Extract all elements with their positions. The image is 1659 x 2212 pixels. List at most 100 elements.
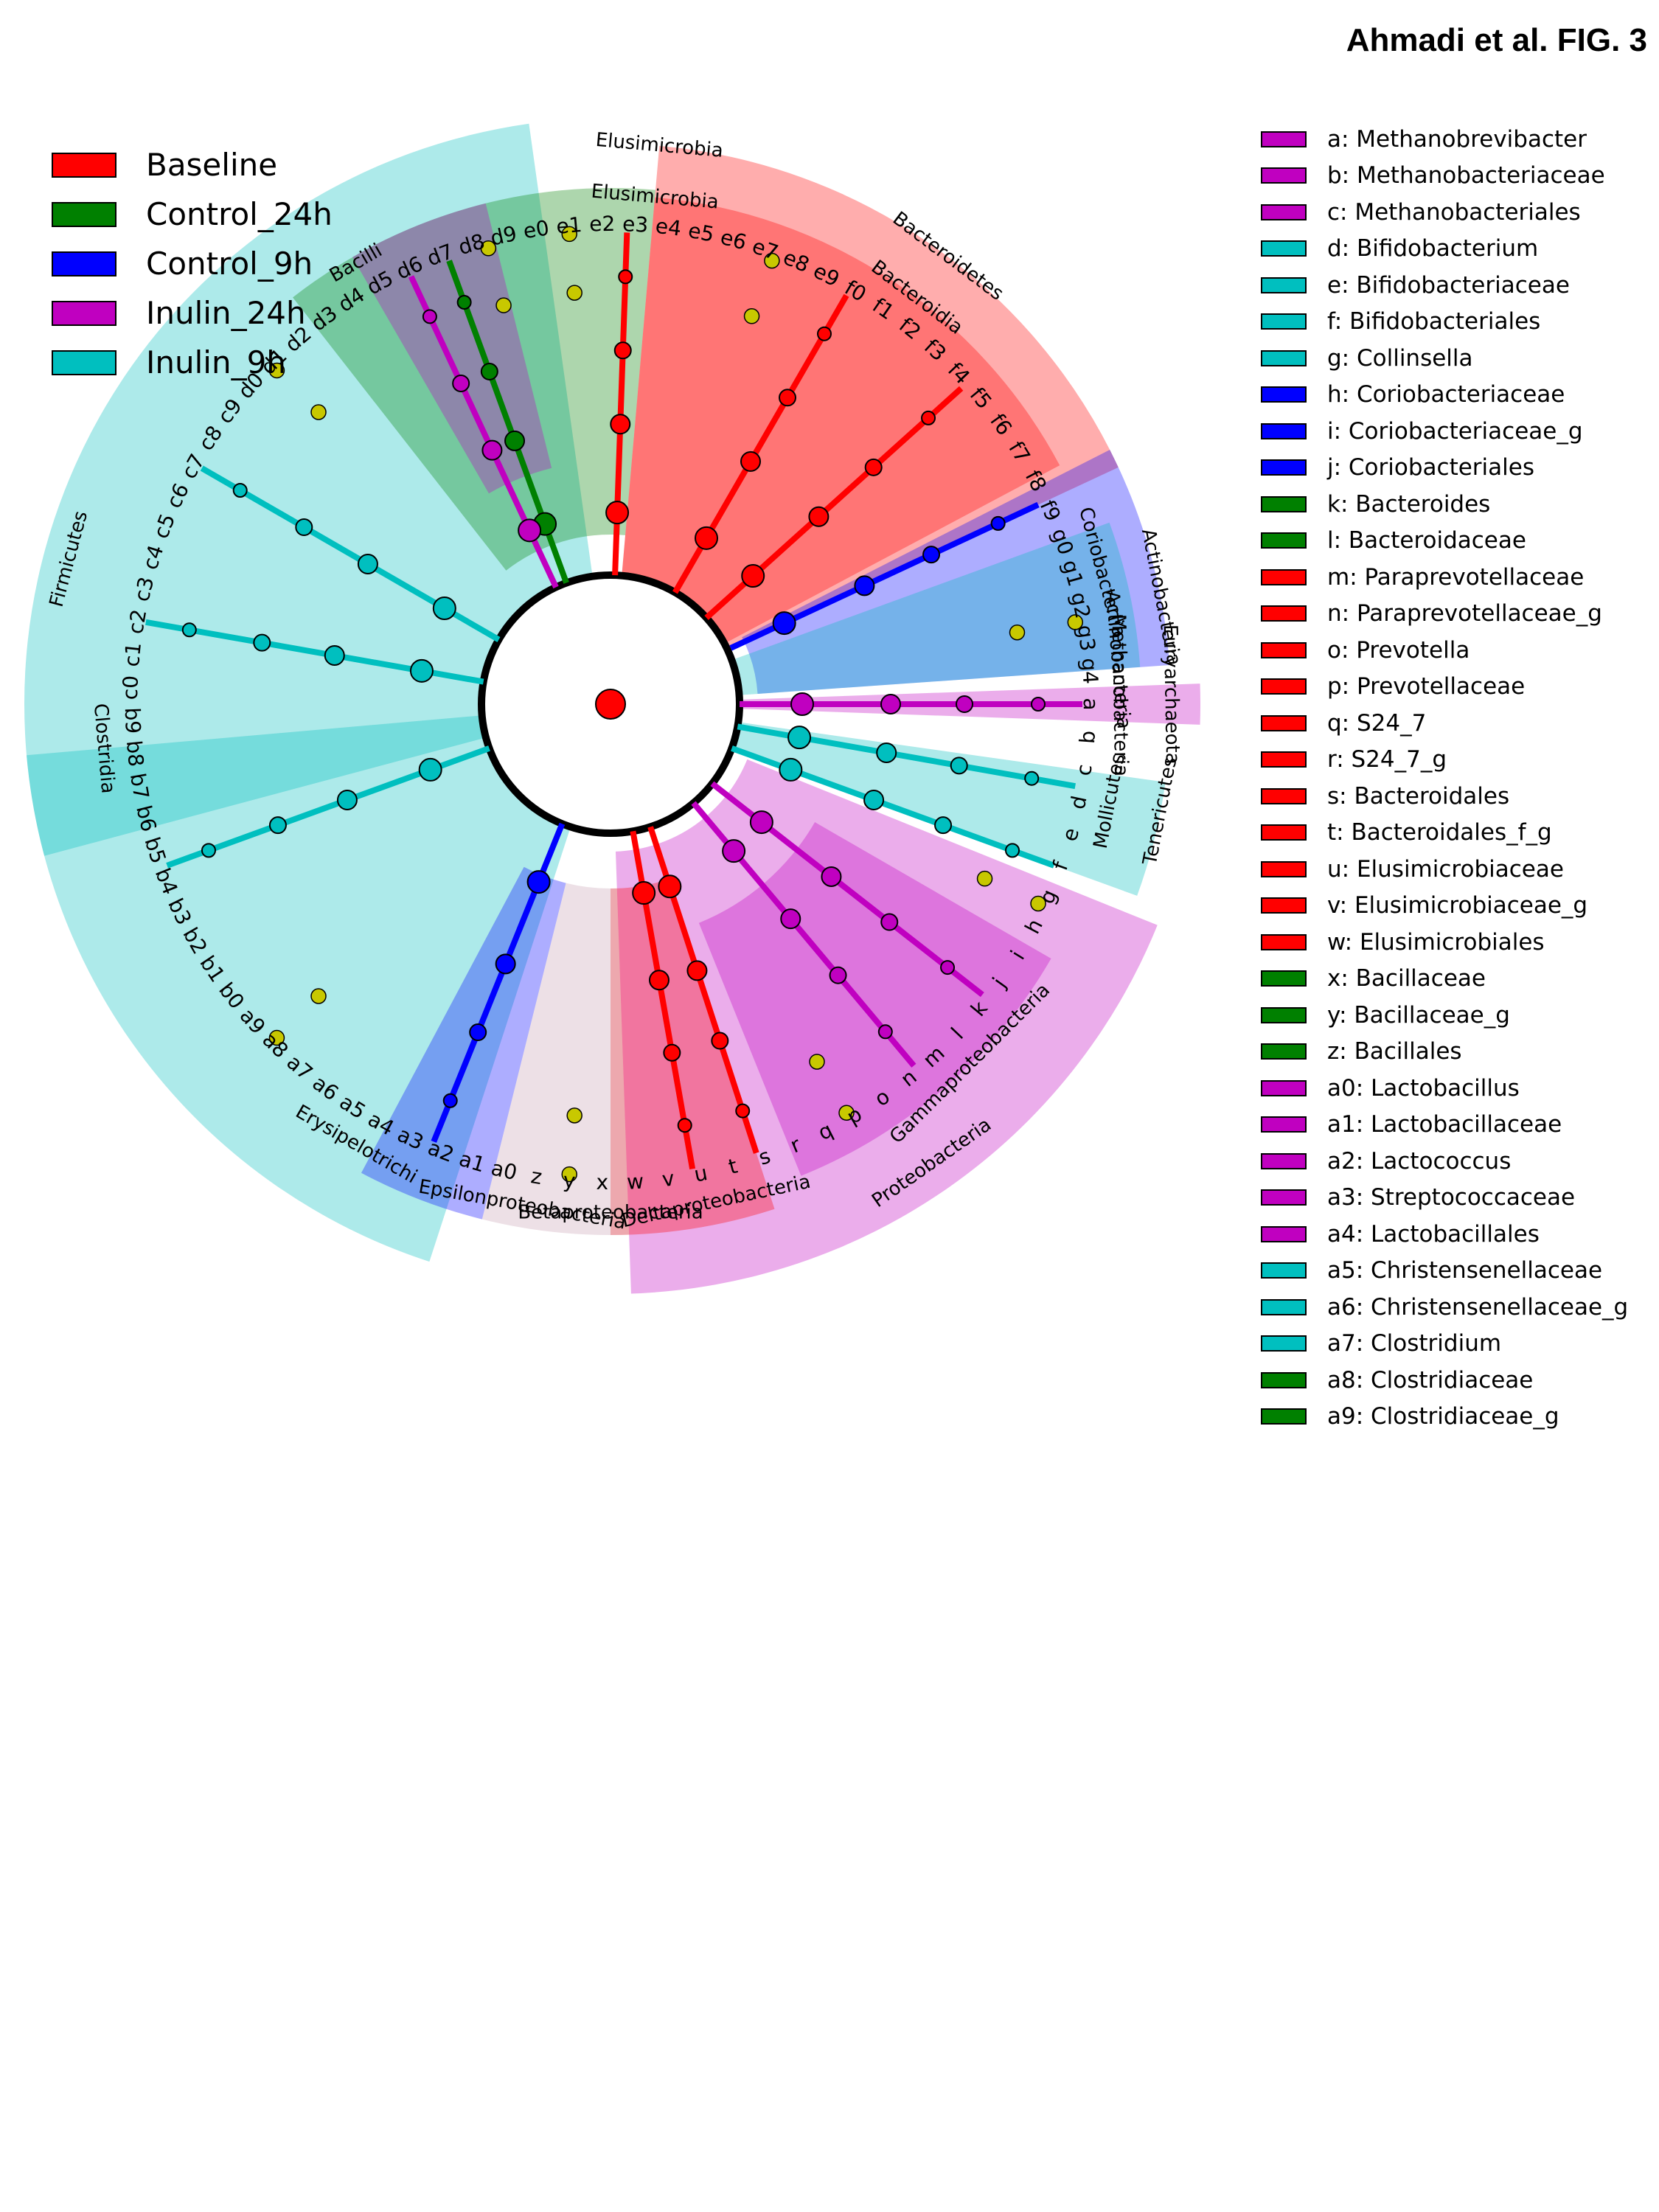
- group-legend-item: Control_9h: [52, 239, 333, 288]
- group-legend-swatch: [52, 251, 116, 276]
- clade-node: [990, 515, 1006, 531]
- taxon-legend-item: f: Bifidobacteriales: [1261, 304, 1628, 341]
- taxon-legend-swatch: [1261, 276, 1307, 293]
- clade-shade: [361, 866, 566, 1220]
- tip-label: e0: [521, 215, 551, 243]
- unclassified-node: [1030, 895, 1046, 912]
- unclassified-node: [495, 297, 512, 313]
- tip-label: e5: [686, 218, 717, 247]
- taxon-legend-label: a3: Streptococcaceae: [1327, 1184, 1576, 1211]
- taxon-legend-label: a1: Lactobacillaceae: [1327, 1111, 1562, 1138]
- taxon-legend-item: o: Prevotella: [1261, 632, 1628, 669]
- unclassified-node: [310, 988, 327, 1004]
- clade-node: [469, 1023, 487, 1042]
- tip-label: c: [1071, 762, 1097, 777]
- clade-node: [1024, 771, 1040, 786]
- clade-node: [711, 1032, 729, 1050]
- clade-label: Euryarchaeota: [1159, 625, 1183, 765]
- clade-node: [295, 518, 313, 536]
- clade-node: [677, 1118, 692, 1133]
- taxon-legend-item: y: Bacillaceae_g: [1261, 997, 1628, 1034]
- clade-node: [735, 1103, 751, 1119]
- clade-shade: [352, 203, 552, 494]
- clade-label: Methanobacteria: [1107, 614, 1132, 777]
- taxon-legend-item: s: Bacteroidales: [1261, 778, 1628, 815]
- clade-node: [880, 913, 899, 931]
- taxon-legend-swatch: [1261, 313, 1307, 330]
- taxon-legend-label: o: Prevotella: [1327, 636, 1470, 664]
- clade-node: [648, 970, 669, 991]
- taxon-legend-item: e: Bifidobacteriaceae: [1261, 267, 1628, 304]
- clade-node: [779, 389, 796, 407]
- unclassified-node: [1009, 625, 1026, 641]
- clade-node: [452, 374, 470, 392]
- clade-node: [201, 843, 216, 858]
- taxon-legend-item: a0: Lactobacillus: [1261, 1070, 1628, 1107]
- taxon-legend-swatch: [1261, 678, 1307, 695]
- root-node: [595, 689, 626, 720]
- taxon-legend-swatch: [1261, 714, 1307, 731]
- clade-node: [526, 870, 551, 894]
- taxon-legend-label: v: Elusimicrobiaceae_g: [1327, 892, 1588, 919]
- taxon-legend-label: l: Bacteroidaceae: [1327, 527, 1526, 554]
- clade-node: [686, 960, 708, 981]
- tip-label: a: [1079, 698, 1103, 710]
- taxon-legend-swatch: [1261, 240, 1307, 257]
- clade-node: [518, 518, 542, 543]
- clade-node: [613, 341, 632, 360]
- tip-label: c0: [118, 675, 143, 700]
- taxon-legend-swatch: [1261, 1262, 1307, 1279]
- clade-shade: [620, 197, 1060, 653]
- taxon-legend-item: a6: Christensenellaceae_g: [1261, 1289, 1628, 1326]
- taxon-legend-swatch: [1261, 1116, 1307, 1133]
- tip-label: e1: [555, 212, 583, 239]
- taxon-legend-item: q: S24_7: [1261, 705, 1628, 742]
- taxon-legend-label: a7: Clostridium: [1327, 1330, 1502, 1357]
- clade-node: [480, 362, 498, 380]
- clade-node: [357, 554, 378, 574]
- clade-node: [1005, 843, 1020, 858]
- group-legend-swatch: [52, 201, 116, 227]
- taxon-legend-swatch: [1261, 1079, 1307, 1096]
- clade-node: [695, 526, 718, 550]
- clade-node: [863, 789, 885, 810]
- clade-node: [864, 458, 883, 476]
- taxon-legend-label: a5: Christensenellaceae: [1327, 1257, 1603, 1284]
- taxon-legend-item: j: Coriobacteriales: [1261, 450, 1628, 487]
- clade-node: [740, 451, 761, 472]
- clade-node: [409, 658, 434, 683]
- clade-node: [749, 810, 773, 835]
- taxon-legend-item: a9: Clostridiaceae_g: [1261, 1399, 1628, 1436]
- taxon-legend-label: t: Bacteroidales_f_g: [1327, 819, 1552, 846]
- taxon-legend-label: a4: Lactobacillales: [1327, 1220, 1540, 1248]
- taxon-legend-label: n: Paraprevotellaceae_g: [1327, 600, 1602, 627]
- taxon-legend-label: f: Bifidobacteriales: [1327, 308, 1541, 335]
- clade-shade: [611, 879, 775, 1235]
- taxon-legend-swatch: [1261, 131, 1307, 147]
- unclassified-node: [838, 1105, 855, 1121]
- clade-node: [268, 816, 287, 835]
- taxon-legend-item: w: Elusimicrobiales: [1261, 924, 1628, 961]
- taxon-legend-swatch: [1261, 933, 1307, 950]
- taxon-legend-swatch: [1261, 204, 1307, 220]
- taxon-legend-item: k: Bacteroides: [1261, 486, 1628, 523]
- taxon-legend-label: k: Bacteroides: [1327, 490, 1491, 518]
- clade-shade: [620, 145, 1119, 658]
- taxon-legend-item: v: Elusimicrobiaceae_g: [1261, 888, 1628, 925]
- group-legend-item: Baseline: [52, 140, 333, 189]
- tip-label: b: [1075, 730, 1100, 745]
- clade-node: [921, 410, 936, 425]
- clade-node: [456, 294, 472, 310]
- taxon-legend-item: n: Paraprevotellaceae_g: [1261, 596, 1628, 633]
- taxon-legend-label: w: Elusimicrobiales: [1327, 928, 1545, 956]
- taxon-legend-item: a7: Clostridium: [1261, 1326, 1628, 1363]
- clade-node: [336, 789, 358, 810]
- clade-node: [432, 597, 456, 620]
- taxon-legend-label: i: Coriobacteriaceae_g: [1327, 417, 1583, 445]
- taxon-legend-item: x: Bacillaceae: [1261, 961, 1628, 998]
- taxon-legend-swatch: [1261, 1152, 1307, 1169]
- taxon-legend-label: c: Methanobacteriales: [1327, 198, 1581, 226]
- group-legend-item: Control_24h: [52, 189, 333, 239]
- taxon-legend-swatch: [1261, 422, 1307, 439]
- tip-label: a0: [489, 1155, 519, 1185]
